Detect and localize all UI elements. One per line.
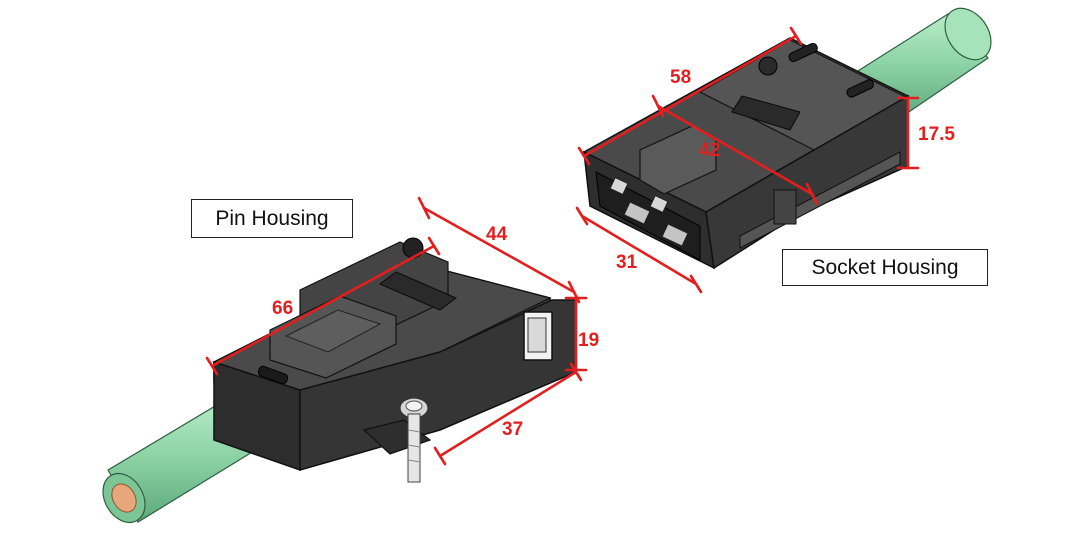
dim-socket-length: 58 (670, 67, 691, 88)
dim-pin-length: 66 (272, 298, 293, 319)
dimension-lines (205, 26, 920, 466)
dimension-values: 66 44 19 37 58 42 17.5 31 (272, 67, 955, 440)
socket-housing-body (582, 37, 910, 270)
dim-line-pin-width (422, 206, 576, 294)
pin-housing-body (212, 237, 577, 483)
dim-line-pin-base (438, 370, 578, 458)
socket-housing-label: Socket Housing (782, 249, 988, 286)
dim-socket-height: 17.5 (918, 124, 955, 145)
pin-housing-label: Pin Housing (191, 199, 353, 238)
conductor-end (111, 483, 137, 513)
dim-socket-inner: 42 (699, 140, 720, 161)
socket-housing (582, 7, 992, 270)
dim-line-pin-length (210, 244, 436, 368)
dim-pin-height: 19 (578, 330, 599, 351)
pin-housing (102, 237, 577, 524)
dim-pin-width: 44 (486, 224, 508, 245)
pin-housing-label-text: Pin Housing (215, 206, 329, 230)
socket-housing-label-text: Socket Housing (811, 255, 959, 279)
dim-line-socket-length (582, 34, 798, 158)
dim-line-socket-width (580, 214, 698, 286)
dim-pin-base: 37 (502, 419, 523, 440)
dim-line-socket-inner (656, 104, 814, 196)
dim-socket-width: 31 (616, 252, 638, 273)
